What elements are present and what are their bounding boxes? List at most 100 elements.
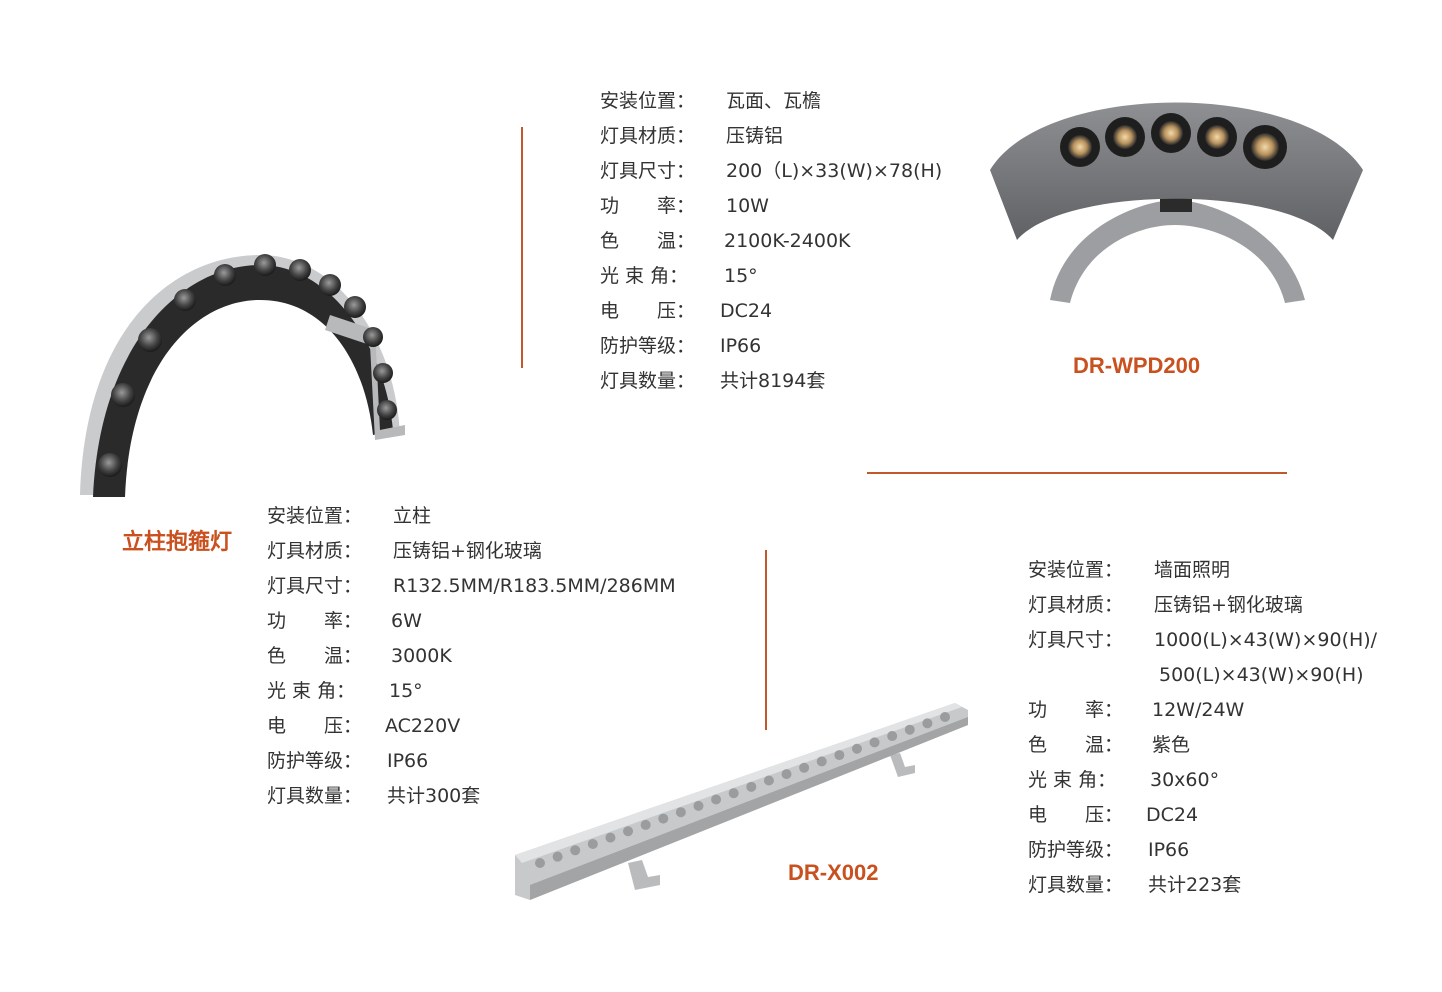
spec-value: 6W [391,610,422,632]
spec-label: 电 压： [267,715,363,737]
spec-label: 防护等级： [600,335,696,357]
spec-value: 墙面照明 [1154,559,1231,581]
led-dot [535,858,545,868]
spec-value: 共计300套 [387,785,481,807]
spec-table-x002: 安装位置： 墙面照明 灯具材质： 压铸铝+钢化玻璃 灯具尺寸： 1000(L)×43(… [1028,553,1428,903]
arched-wall-washer-lamp-icon [985,75,1365,310]
spec-row: 防护等级： IP66 [600,329,980,364]
spec-value: 压铸铝+钢化玻璃 [1154,594,1303,616]
spec-value: 500(L)×43(W)×90(H) [1159,664,1364,686]
spec-label: 色 温： [600,230,696,252]
spec-value: 瓦面、瓦檐 [726,90,822,112]
spec-row: 灯具尺寸： 1000(L)×43(W)×90(H)/ [1028,623,1428,658]
spec-label: 灯具尺寸： [600,160,696,182]
spec-label: 功 率： [267,610,363,632]
spec-row: 电 压： DC24 [600,294,980,329]
spec-value: IP66 [720,335,762,357]
spec-value: 压铸铝+钢化玻璃 [393,540,542,562]
spec-label: 灯具材质： [1028,594,1124,616]
spec-row: 电 压： AC220V [267,709,707,744]
led-dot [605,832,616,843]
led-dot [570,845,581,856]
linear-wall-washer-bar-icon [510,695,970,915]
spec-label: 光 束 角： [267,680,356,702]
divider-vertical-middle [765,550,767,730]
led-dot [816,756,827,767]
led-dot [851,743,862,754]
spec-value: R132.5MM/R183.5MM/286MM [393,575,676,597]
spec-value: 共计223套 [1148,874,1242,896]
spec-value: IP66 [1148,839,1190,861]
product-title-x002: DR-X002 [788,860,879,885]
spec-label: 功 率： [600,195,696,217]
spec-value: 压铸铝 [726,125,784,147]
led-dot [904,724,915,735]
spec-table-column-lamp: 安装位置：立柱 灯具材质：压铸铝+钢化玻璃 灯具尺寸：R132.5MM/R183… [267,499,707,814]
led-dot [552,851,563,862]
spec-value: 共计8194套 [720,370,826,392]
spec-row: 功 率： 6W [267,604,707,639]
divider-horizontal-right [867,472,1287,474]
spec-row: 电 压：DC24 [1028,798,1428,833]
spec-label: 功 率： [1028,699,1124,721]
spec-value: 1000(L)×43(W)×90(H)/ [1154,629,1378,651]
spec-label: 灯具数量： [267,785,363,807]
spec-row: 色 温： 紫色 [1028,728,1428,763]
led-dot [587,838,598,849]
led-dot [781,769,792,780]
spec-row: 功 率： 12W/24W [1028,693,1428,728]
led-dot [658,813,669,824]
spec-row: 色 温： 3000K [267,639,707,674]
spec-row: 光 束 角：15° [600,259,980,294]
led-dot [675,807,686,818]
led-dot [922,718,933,729]
led-dot [887,731,898,742]
product-title-column-lamp: 立柱抱箍灯 [122,529,233,554]
divider-vertical-top [521,127,523,368]
spec-label: 灯具材质： [600,125,696,147]
spec-value: 2100K-2400K [724,230,851,252]
spec-row: 灯具尺寸： R132.5MM/R183.5MM/286MM [267,569,707,604]
spec-value: 紫色 [1152,734,1191,756]
led-dot [640,819,651,830]
spec-value: 30x60° [1150,769,1220,791]
spec-label: 防护等级： [267,750,363,772]
spec-label: 灯具数量： [1028,874,1124,896]
spec-row: 灯具尺寸： 200（L)×33(W)×78(H) [600,154,980,189]
spec-label: 色 温： [267,645,363,667]
spec-value: DC24 [720,300,773,322]
spec-row: 500(L)×43(W)×90(H) [1028,658,1428,693]
spec-row: 光 束 角：30x60° [1028,763,1428,798]
product-title-wpd200: DR-WPD200 [1073,353,1201,378]
led-dot [693,800,704,811]
spec-row: 色 温： 2100K-2400K [600,224,980,259]
spec-value: DC24 [1146,804,1199,826]
led-dot [763,775,774,786]
spec-value: 200（L)×33(W)×78(H) [726,160,943,182]
led-dot [623,826,634,837]
spec-row: 灯具材质： 压铸铝+钢化玻璃 [267,534,707,569]
spec-label: 灯具材质： [267,540,363,562]
spec-label: 电 压： [600,300,696,322]
spec-value: AC220V [385,715,461,737]
spec-row: 灯具材质： 压铸铝+钢化玻璃 [1028,588,1428,623]
spec-label: 防护等级： [1028,839,1124,861]
spec-value: 3000K [391,645,452,667]
spec-row: 灯具材质： 压铸铝 [600,119,980,154]
spec-label: 安装位置： [600,90,696,112]
led-dot [728,788,739,799]
spec-row: 安装位置： 墙面照明 [1028,553,1428,588]
spec-label: 灯具尺寸： [1028,629,1124,651]
spec-label: 色 温： [1028,734,1124,756]
led-dot [799,762,810,773]
spec-table-wpd200: 安装位置： 瓦面、瓦檐 灯具材质： 压铸铝 灯具尺寸： 200（L)×33(W)×78… [600,84,980,399]
spec-label: 安装位置： [267,505,363,527]
column-hoop-arc-lamp-icon [75,245,415,505]
spec-label: 安装位置： [1028,559,1124,581]
spec-value: 12W/24W [1152,699,1245,721]
spec-label: 光 束 角： [600,265,689,287]
spec-label: 灯具尺寸： [267,575,363,597]
spec-row: 防护等级：IP66 [267,744,707,779]
spec-row: 功 率： 10W [600,189,980,224]
spec-value: 10W [726,195,769,217]
